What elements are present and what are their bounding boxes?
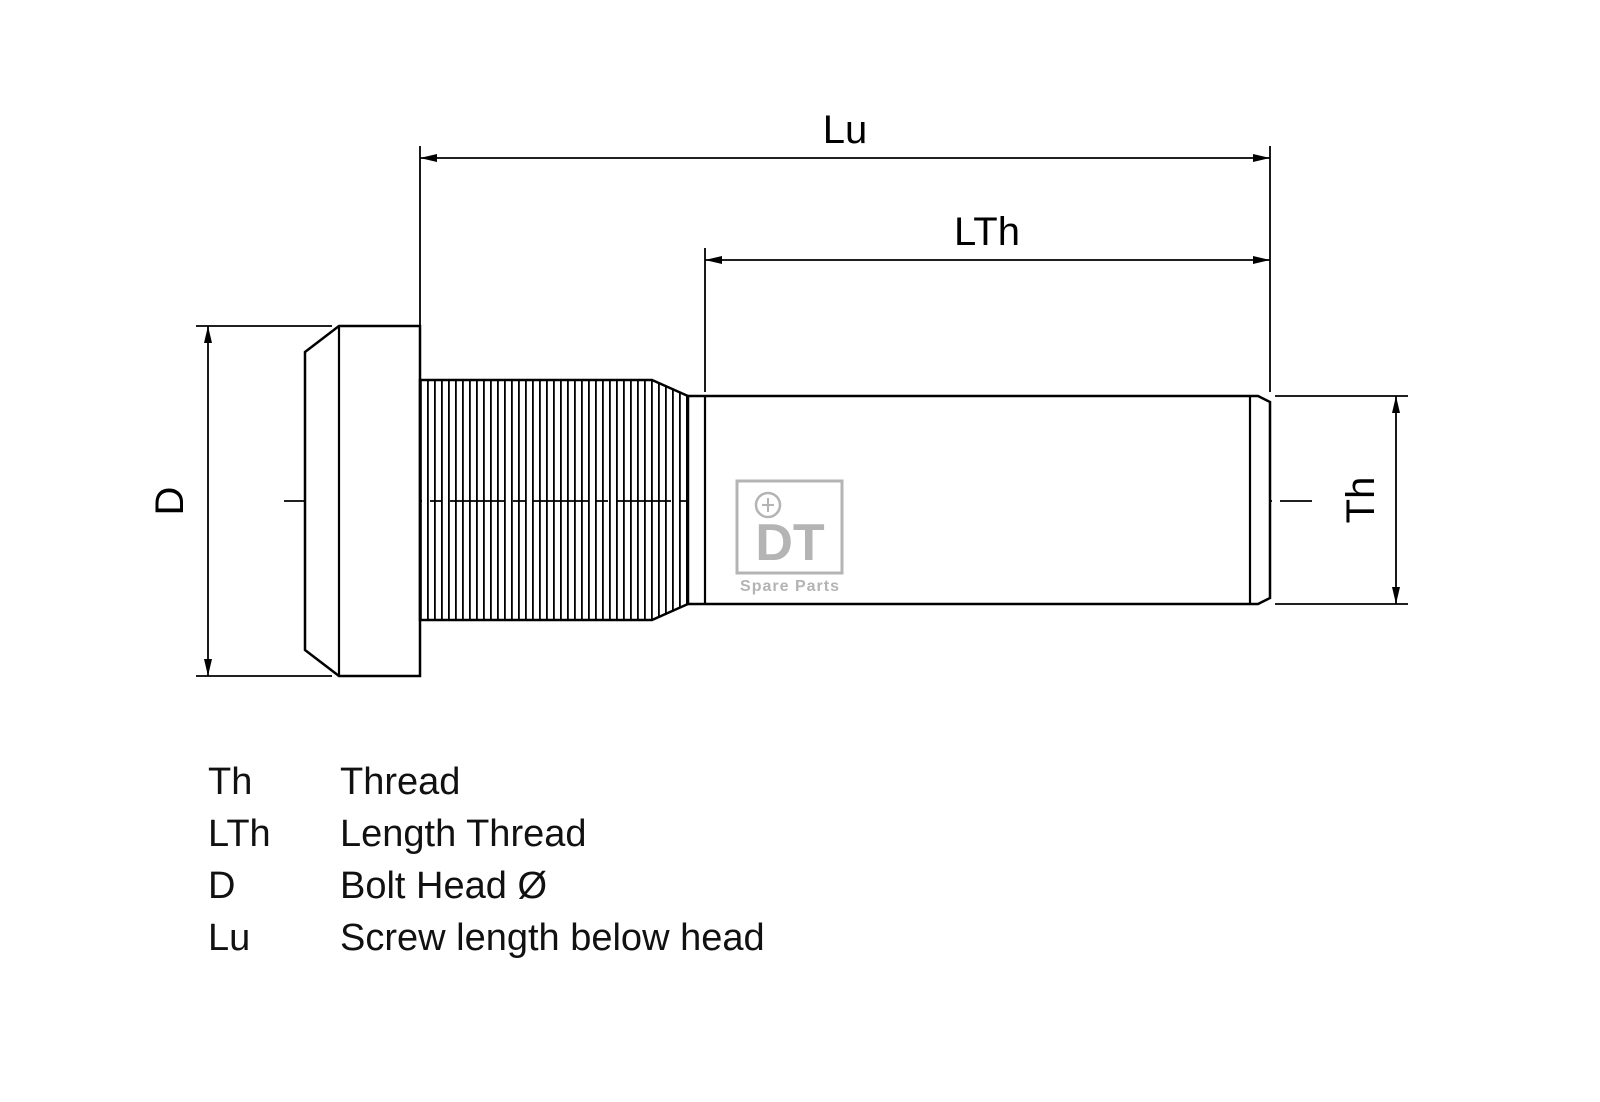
dimension-d: D bbox=[148, 325, 332, 677]
dimension-lu: Lu bbox=[419, 108, 1271, 392]
legend-abbr: LTh bbox=[208, 812, 271, 855]
threaded-shank bbox=[686, 394, 1272, 606]
legend: Th Thread LTh Length Thread D Bolt Head … bbox=[208, 756, 765, 964]
legend-desc: Screw length below head bbox=[340, 916, 765, 959]
dimension-label-th: Th bbox=[1339, 477, 1383, 524]
serrated-section bbox=[418, 378, 690, 622]
legend-desc: Length Thread bbox=[340, 812, 587, 855]
legend-row-lth: LTh Length Thread bbox=[208, 808, 765, 860]
legend-desc: Thread bbox=[340, 760, 461, 803]
dimension-lth: LTh bbox=[704, 210, 1270, 392]
dimension-label-lth: LTh bbox=[954, 210, 1020, 254]
legend-abbr: Lu bbox=[208, 916, 251, 959]
bolt-head bbox=[303, 324, 422, 678]
dimension-th: Th bbox=[1275, 395, 1408, 605]
watermark-logo-text: DT bbox=[755, 514, 825, 572]
legend-abbr: Th bbox=[208, 760, 253, 803]
dimension-label-lu: Lu bbox=[823, 108, 868, 152]
legend-desc: Bolt Head Ø bbox=[340, 864, 547, 907]
dimension-label-d: D bbox=[148, 487, 192, 516]
watermark-subtitle: Spare Parts bbox=[740, 578, 840, 595]
legend-abbr: D bbox=[208, 864, 236, 907]
watermark-logo: DT Spare Parts bbox=[735, 479, 844, 595]
logo-emblem-icon bbox=[754, 491, 782, 519]
legend-row-lu: Lu Screw length below head bbox=[208, 912, 765, 964]
legend-row-th: Th Thread bbox=[208, 756, 765, 808]
legend-row-d: D Bolt Head Ø bbox=[208, 860, 765, 912]
